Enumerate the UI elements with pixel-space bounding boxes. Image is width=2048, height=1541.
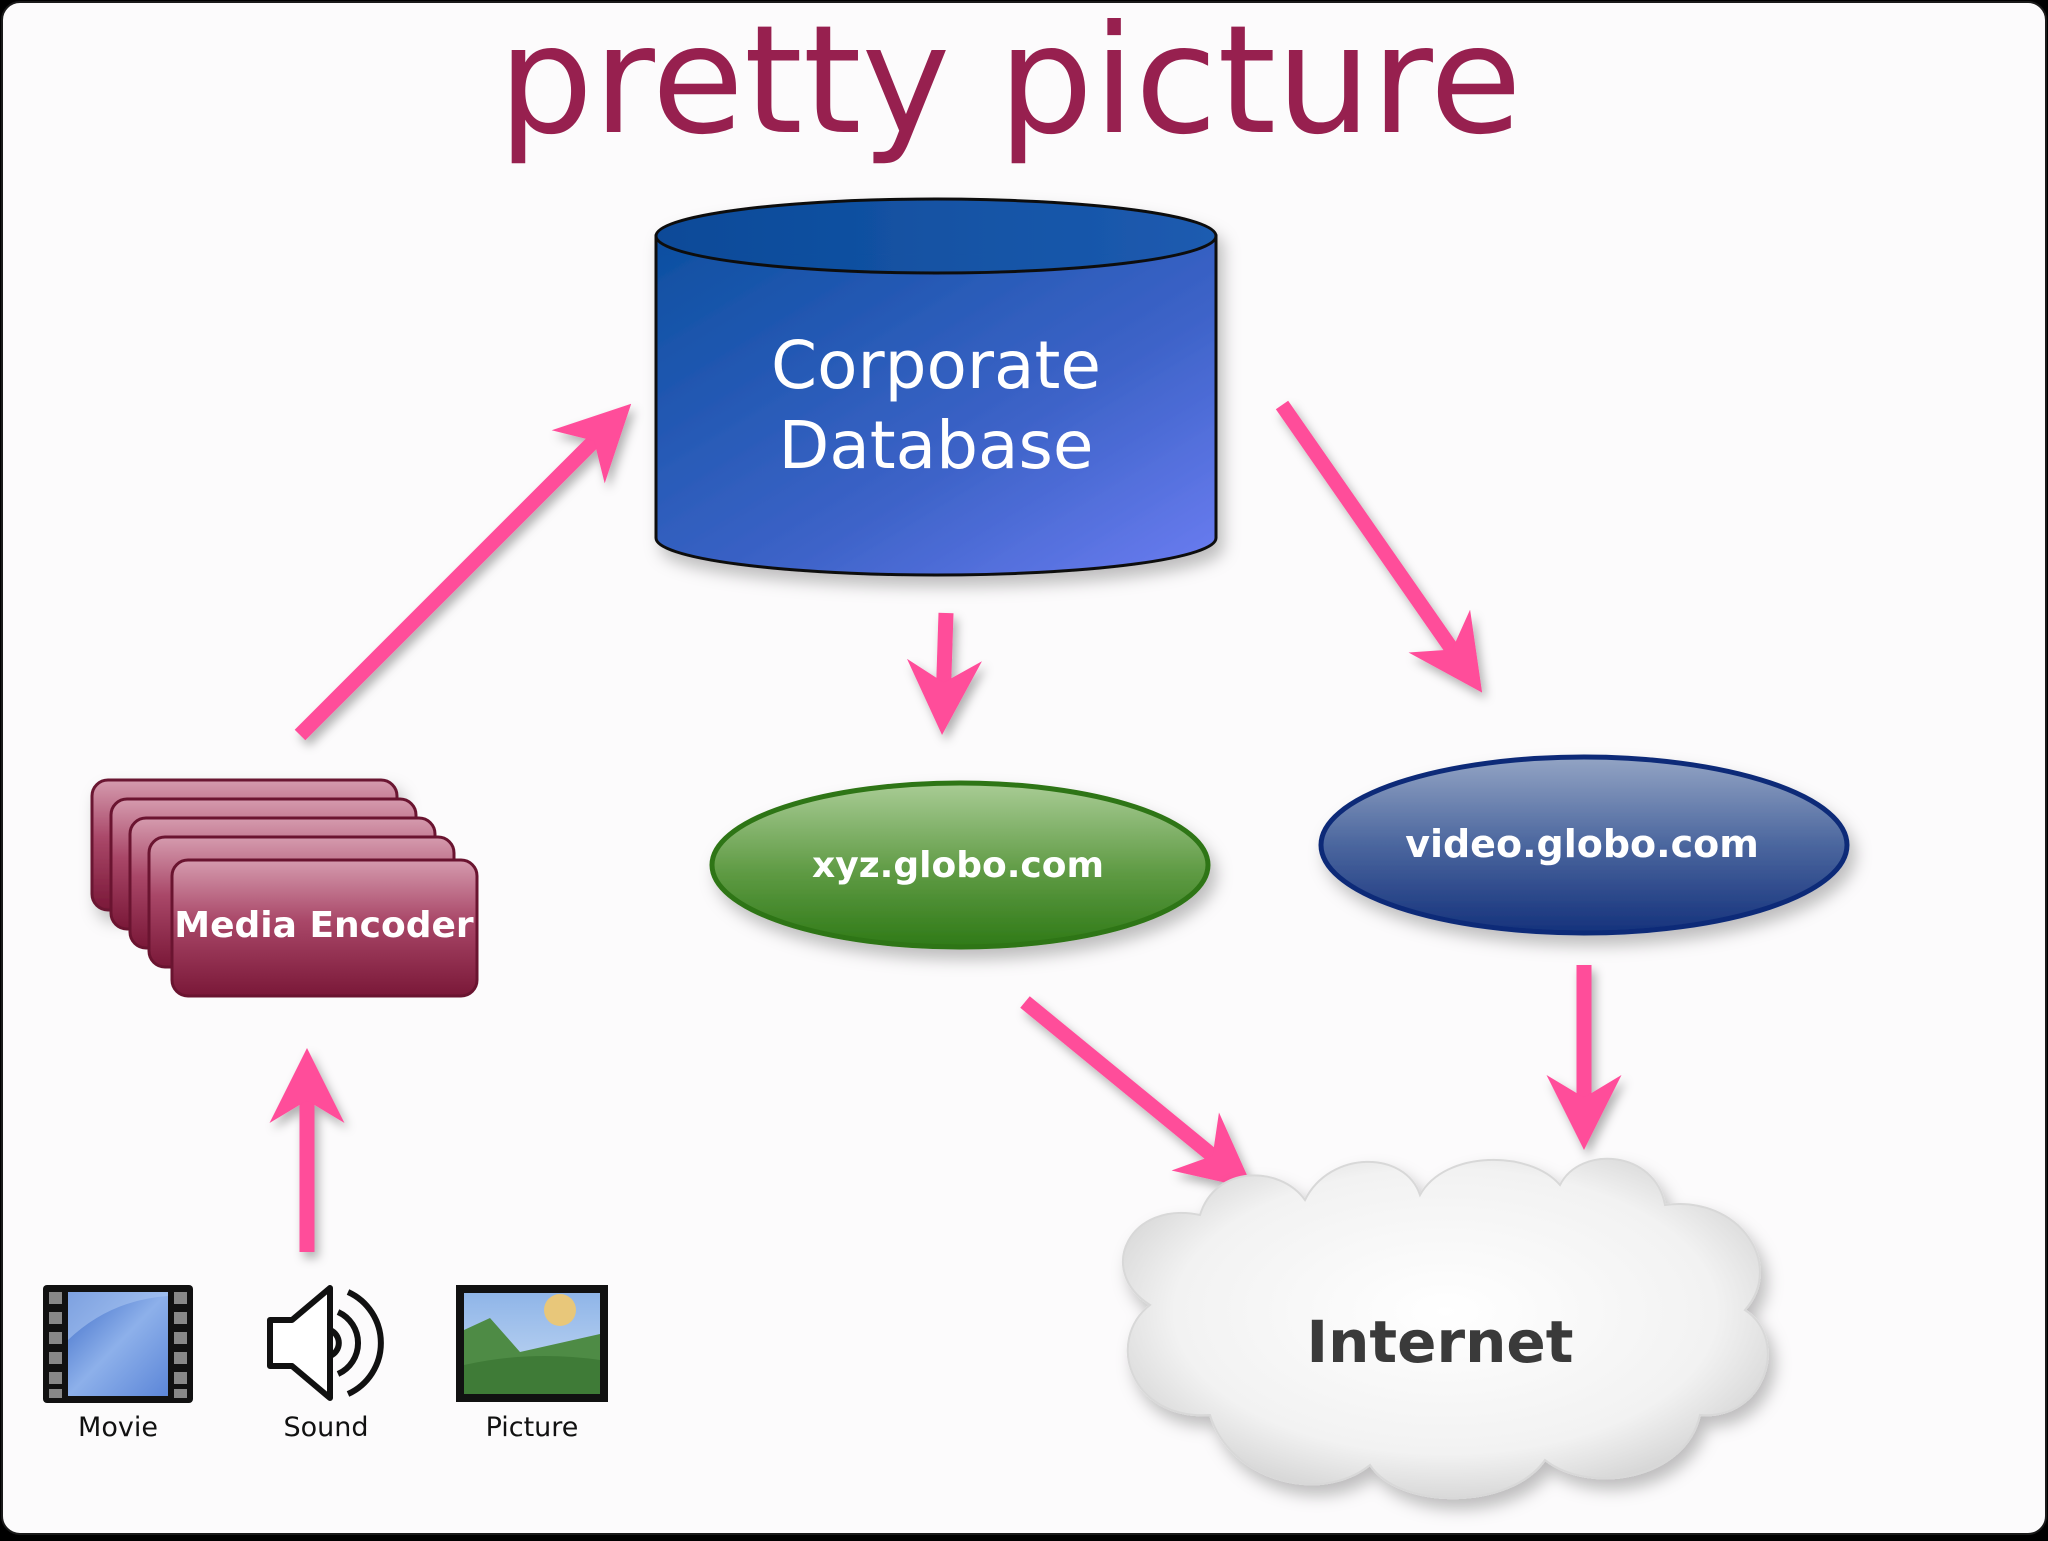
arrow-xyz-to-internet xyxy=(1020,996,1254,1190)
database-label-line1: Corporate xyxy=(771,327,1101,404)
encoder-label: Media Encoder xyxy=(174,905,474,946)
movie-label: Movie xyxy=(78,1412,158,1443)
database-label-line2: Database xyxy=(779,407,1094,484)
encoder-card-front xyxy=(170,858,479,998)
sound-label: Sound xyxy=(283,1412,368,1443)
corporate-database xyxy=(654,197,1218,577)
landscape-image-icon xyxy=(456,1285,608,1402)
video-globo-node xyxy=(1318,754,1850,936)
film-icon xyxy=(43,1285,193,1403)
internet-label: Internet xyxy=(1307,1308,1574,1376)
speaker-icon xyxy=(267,1285,384,1401)
internet-cloud xyxy=(1121,1157,1769,1500)
arrow-database-to-video xyxy=(1275,400,1483,693)
video-globo-label: video.globo.com xyxy=(1405,822,1759,866)
slide-title: pretty picture xyxy=(498,0,1522,168)
picture-label: Picture xyxy=(486,1412,579,1443)
xyz-globo-label: xyz.globo.com xyxy=(812,845,1104,886)
arrow-database-to-xyz xyxy=(906,612,982,735)
media-encoder-stack xyxy=(90,778,479,998)
arrow-encoder-to-database xyxy=(294,403,632,741)
xyz-globo-node xyxy=(709,780,1211,950)
